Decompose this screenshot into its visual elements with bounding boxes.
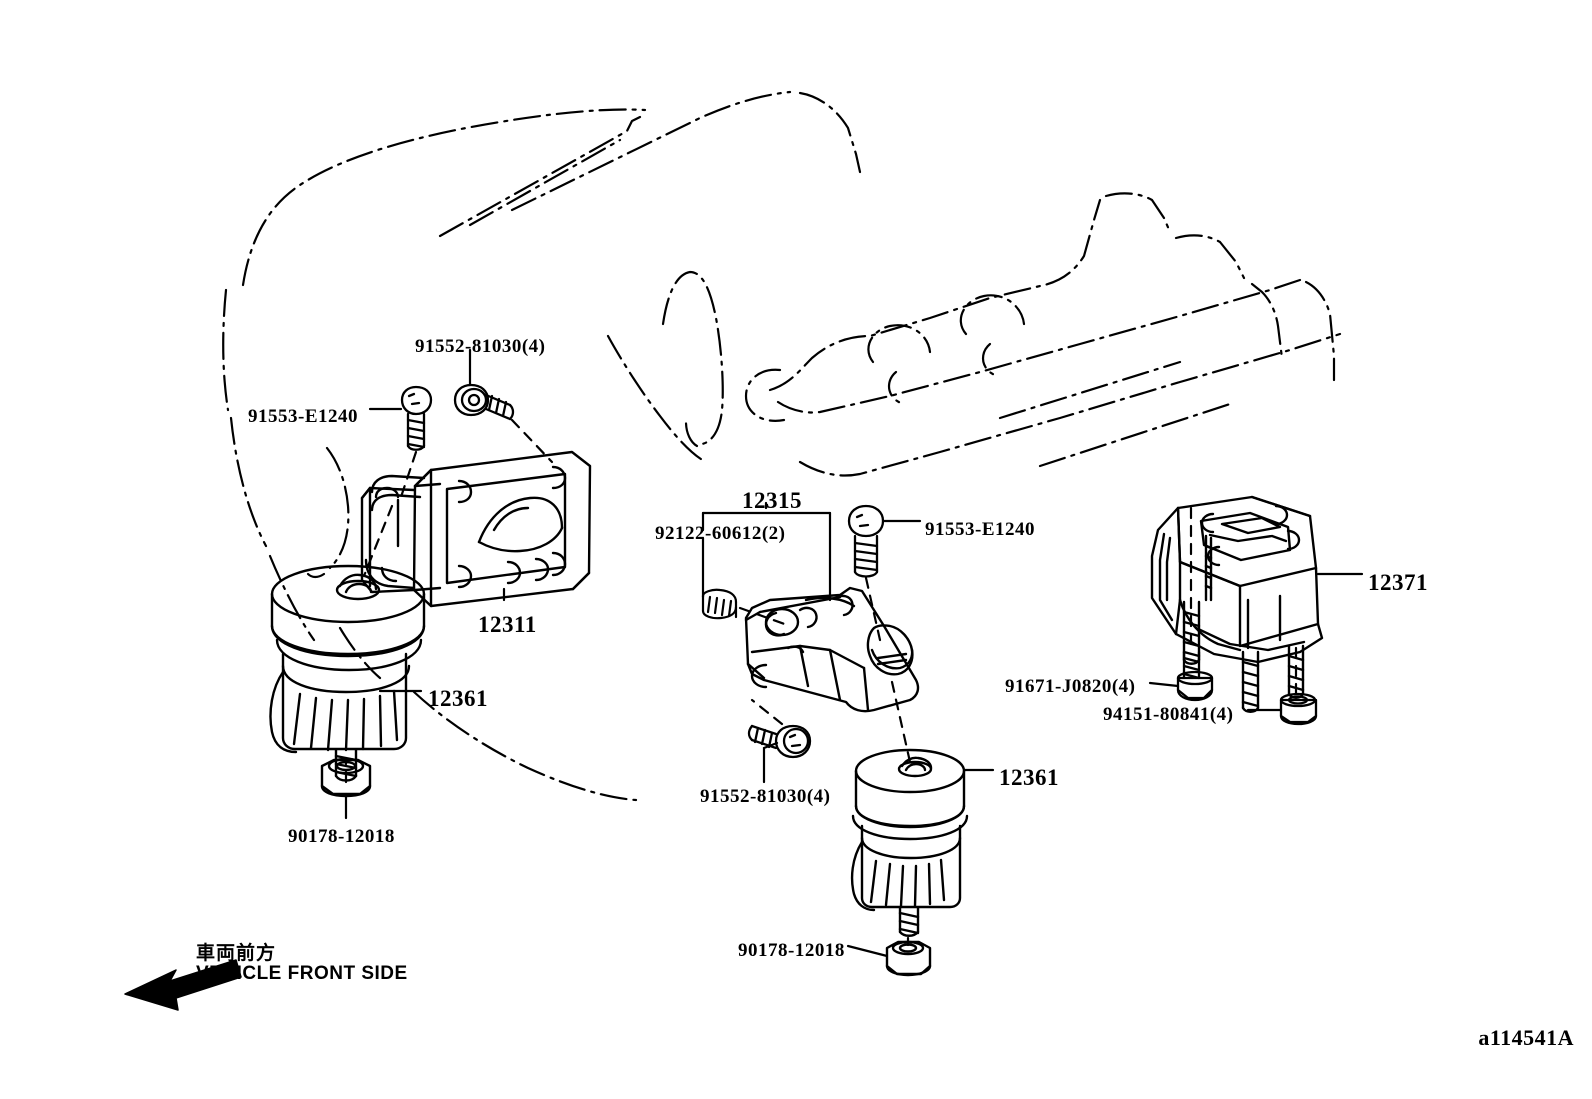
vehicle-front-side-english: VEHICLE FRONT SIDE	[196, 962, 408, 984]
part-12311-bracket	[360, 450, 592, 608]
label-12315: 12315	[742, 488, 802, 513]
label-12371: 12371	[1368, 570, 1428, 595]
figure-code: a114541A	[1478, 1025, 1574, 1050]
vehicle-front-arrow	[124, 959, 242, 1011]
label-90178-12018-mid: 90178-12018	[738, 940, 845, 961]
part-91552-81030-bolt-left	[453, 383, 515, 421]
part-91552-81030-bolt-mid	[747, 724, 812, 759]
label-91552-81030-mid: 91552-81030(4)	[700, 786, 831, 807]
label-94151-80841: 94151-80841(4)	[1103, 704, 1234, 725]
part-94151-80841-nut	[1279, 692, 1318, 726]
vehicle-front-side-text: 車両前方 VEHICLE FRONT SIDE	[196, 944, 408, 984]
vehicle-front-side-japanese: 車両前方	[196, 943, 277, 964]
part-92122-60612-stud	[701, 588, 738, 620]
label-91553-e1240-mid: 91553-E1240	[925, 519, 1035, 540]
label-91552-81030-left: 91552-81030(4)	[415, 336, 546, 357]
assembly-alignment-lines	[344, 418, 1298, 947]
part-91553-e1240-bolt-left	[400, 385, 433, 451]
label-91553-e1240-left: 91553-E1240	[248, 406, 358, 427]
part-90178-12018-nut-mid	[885, 940, 932, 977]
label-91671-j0820: 91671-J0820(4)	[1005, 676, 1136, 697]
part-91553-e1240-bolt-mid	[847, 504, 885, 578]
part-91671-j0820-bolt	[1176, 650, 1214, 702]
part-12315-bracket	[744, 586, 920, 713]
leader-lines	[344, 348, 1364, 958]
part-12361-insulator-mid	[850, 748, 969, 937]
label-92122-60612: 92122-60612(2)	[655, 523, 786, 544]
label-90178-12018-left: 90178-12018	[288, 826, 395, 847]
label-12311: 12311	[478, 612, 537, 637]
label-12361-mid: 12361	[999, 765, 1059, 790]
part-12361-insulator-left	[269, 564, 426, 782]
label-12361-left: 12361	[428, 686, 488, 711]
